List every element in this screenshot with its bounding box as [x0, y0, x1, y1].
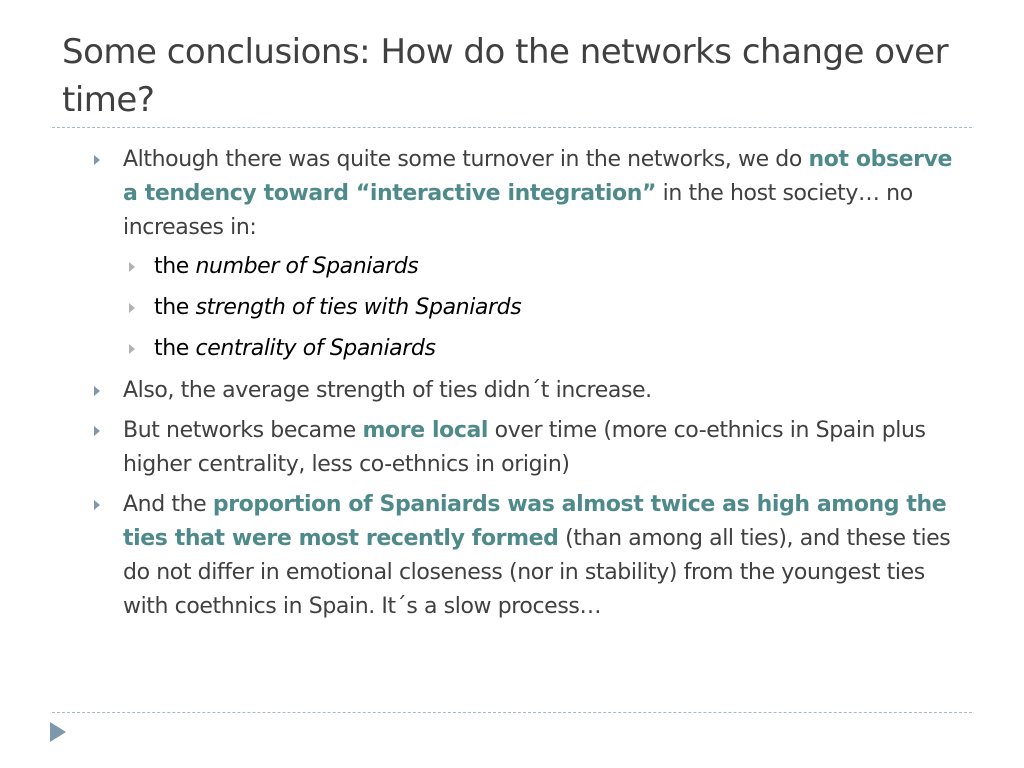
bullet-item-2: Also, the average strength of ties didn´…	[92, 374, 972, 408]
bullet-text: in the host society… no increases in:	[123, 181, 913, 240]
sub-bullet-italic: strength of ties with Spaniards	[195, 295, 522, 320]
sub-bullet-italic: centrality of Spaniards	[195, 336, 436, 361]
bullet-item-1: Although there was quite some turnover i…	[92, 143, 972, 245]
bullet-text: But networks became	[123, 418, 363, 443]
bullet-text: And the	[123, 492, 213, 517]
sub-bullet-prefix: the	[154, 254, 196, 279]
sub-bullet-italic: number of Spaniards	[195, 254, 419, 279]
sub-bullet-item-1: the number of Spaniards	[123, 251, 972, 283]
sub-bullet-item-2: the strength of ties with Spaniards	[123, 292, 972, 324]
sub-bullet-list: the number of Spaniards the strength of …	[92, 251, 972, 365]
title-divider	[52, 127, 972, 128]
slide-title: Some conclusions: How do the networks ch…	[62, 32, 949, 120]
bullet-item-4: And the proportion of Spaniards was almo…	[92, 488, 972, 624]
sub-bullet-item-3: the centrality of Spaniards	[123, 333, 972, 365]
bullet-highlight: not observe a tendency toward “interacti…	[123, 147, 953, 206]
bullet-text: Although there was quite some turnover i…	[123, 147, 809, 172]
bullet-item-3: But networks became more local over time…	[92, 414, 972, 482]
bullet-highlight: proportion of Spaniards was almost twice…	[123, 492, 947, 551]
bullet-highlight: more local	[362, 418, 489, 443]
sub-bullet-prefix: the	[154, 295, 196, 320]
bullet-text: (than among all ties), and these ties do…	[123, 526, 951, 619]
bullet-text: Also, the average strength of ties didn´…	[123, 378, 652, 403]
bullet-text: over time (more co-ethnics in Spain plus…	[123, 418, 926, 477]
slide-content: Although there was quite some turnover i…	[92, 143, 972, 630]
footer-divider	[52, 712, 972, 713]
next-slide-icon[interactable]	[50, 722, 66, 742]
sub-bullet-prefix: the	[154, 336, 196, 361]
